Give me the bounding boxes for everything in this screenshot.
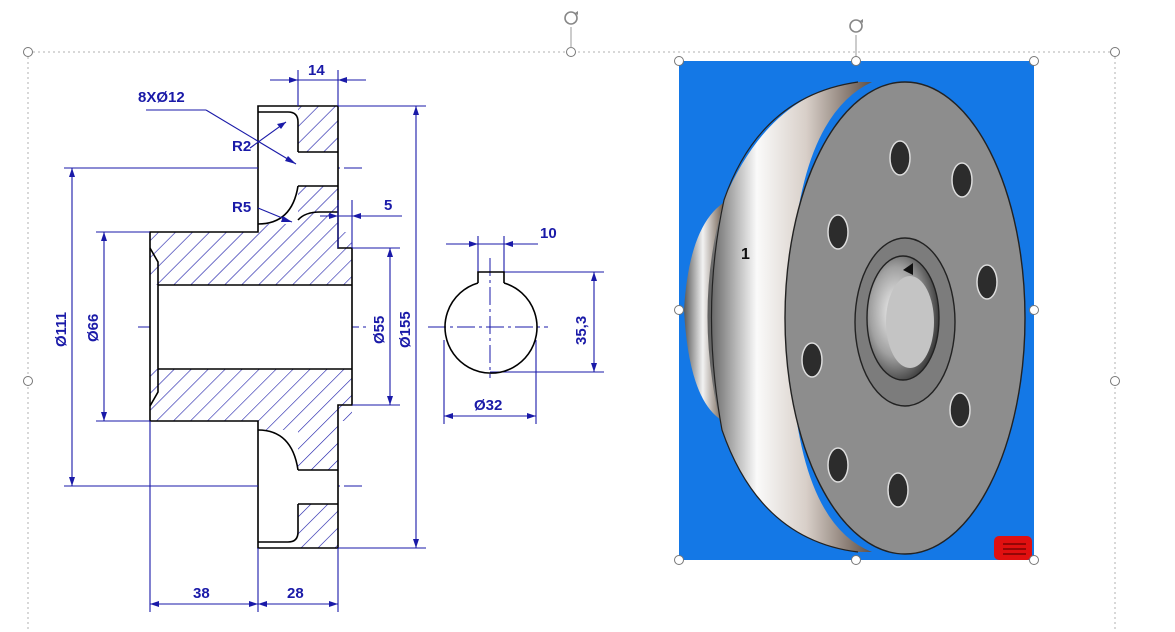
slide-selection-frame [27,51,1116,632]
flange-thickness-label: 14 [308,62,325,79]
red-tag-icon [994,536,1032,560]
outer-dia-111-label: Ø111 [53,312,70,347]
bolt-holes [801,140,998,508]
keyway-width-label: 10 [540,225,557,242]
image-selection-handles[interactable] [674,35,1039,565]
hub-dia-55-label: Ø55 [371,316,388,344]
dimension-arrows [69,77,597,607]
frame-handles[interactable] [23,47,1120,386]
shaft-dia-label: Ø32 [474,397,502,414]
section-voids [150,106,352,548]
step-width-label: 5 [384,197,392,214]
holes-label: 8XØ12 [138,89,185,106]
key-depth-label: 35,3 [573,316,590,345]
flange-length-label: 28 [287,585,304,602]
radius-top-label: R2 [232,138,251,155]
rotate-handle-icon[interactable] [564,11,578,48]
dimension-labels: 8XØ12 14 R2 R5 5 10 Ø32 38 28 35,3 Ø111 … [53,62,590,602]
hub-length-label: 38 [193,585,210,602]
image-rotate-handle-icon[interactable] [849,19,863,33]
flange-dia-155-label: Ø155 [397,311,414,348]
bore-dia-66-label: Ø66 [85,314,102,342]
part-number-label: 1 [741,246,750,263]
technical-drawing: 8XØ12 14 R2 R5 5 10 Ø32 38 28 35,3 Ø111 … [53,62,604,612]
shaft-keyway-section [444,271,538,374]
radius-bottom-label: R5 [232,199,251,216]
part-render-image[interactable]: 1 [679,61,1034,560]
